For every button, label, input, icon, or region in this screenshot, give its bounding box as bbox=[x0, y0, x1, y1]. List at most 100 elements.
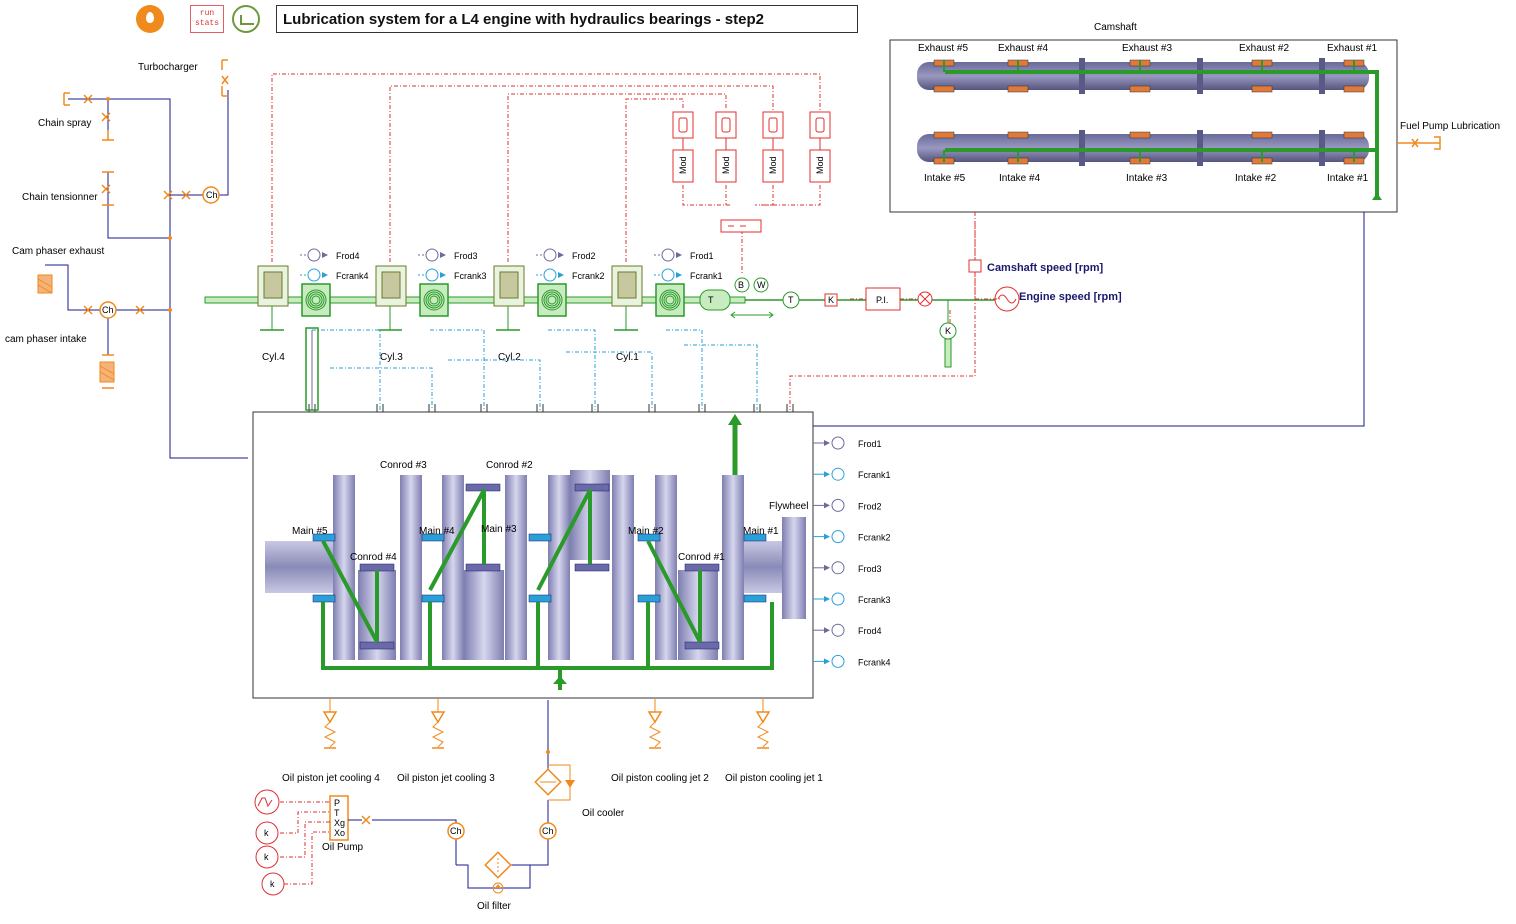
inertia-block[interactable] bbox=[699, 289, 731, 311]
cylinder-label-2: Cyl.2 bbox=[498, 352, 521, 363]
chain-spray-node[interactable]: Chain spray bbox=[38, 92, 114, 141]
main-bearing[interactable] bbox=[528, 594, 552, 603]
crank-port[interactable] bbox=[831, 436, 845, 450]
conrod-bearing[interactable] bbox=[359, 641, 395, 650]
main-bearing[interactable] bbox=[421, 594, 445, 603]
chain-tensioner-label: Chain tensionner bbox=[22, 192, 98, 203]
gauge-block[interactable] bbox=[809, 111, 831, 139]
intake-5-label: Intake #5 bbox=[924, 173, 966, 184]
oil-cooler-label: Oil cooler bbox=[582, 808, 625, 819]
svg-text:Xo: Xo bbox=[334, 828, 345, 838]
oil-cooler[interactable]: Oil cooler bbox=[534, 750, 625, 819]
main-bearing[interactable] bbox=[637, 594, 661, 603]
chain-tensioner-node[interactable]: Chain tensionner bbox=[22, 171, 114, 206]
conrod-2-label: Conrod #2 bbox=[486, 460, 533, 471]
environment-icon[interactable] bbox=[232, 5, 260, 33]
main-1-label: Main #1 bbox=[743, 526, 779, 537]
turbocharger-node[interactable]: Turbocharger bbox=[138, 59, 229, 97]
piston-jet-3-label: Oil piston jet cooling 3 bbox=[397, 773, 495, 784]
gauge-block[interactable] bbox=[762, 111, 784, 139]
pump-constant-2[interactable] bbox=[255, 845, 279, 869]
conrod-bearing[interactable] bbox=[574, 483, 610, 492]
oil-filter[interactable]: Oil filter bbox=[477, 851, 512, 912]
cooler-ch-icon[interactable] bbox=[539, 822, 557, 840]
oil-supply: Oil cooler Ch Ch Oil filter P T Xg Xo Oi… bbox=[254, 700, 625, 912]
crank-port-label-1: Fcrank1 bbox=[858, 470, 891, 480]
oil-filter-label: Oil filter bbox=[477, 901, 512, 912]
fuel-pump-lubrication[interactable]: Fuel Pump Lubrication bbox=[1397, 121, 1500, 150]
camshaft-speed-gain[interactable] bbox=[968, 259, 982, 273]
crank-port-label-4: Frod3 bbox=[858, 564, 882, 574]
svg-text:W: W bbox=[757, 280, 766, 290]
conrod-bearing[interactable] bbox=[465, 563, 501, 572]
svg-text:T: T bbox=[708, 295, 714, 305]
main-4-label: Main #4 bbox=[419, 526, 455, 537]
pi-controller[interactable] bbox=[865, 287, 901, 311]
main-5-label: Main #5 bbox=[292, 526, 328, 537]
exhaust-4-label: Exhaust #4 bbox=[998, 43, 1048, 54]
crank-port[interactable] bbox=[831, 530, 845, 544]
cam-bearing[interactable] bbox=[1129, 85, 1151, 93]
pump-constant-1[interactable] bbox=[255, 821, 279, 845]
crank-port[interactable] bbox=[831, 561, 845, 575]
cam-phaser-ch-icon[interactable] bbox=[99, 301, 117, 319]
sum-block[interactable] bbox=[720, 219, 762, 233]
main-bearing[interactable] bbox=[421, 533, 445, 542]
svg-text:K: K bbox=[945, 326, 951, 336]
gauge-block[interactable] bbox=[715, 111, 737, 139]
gain-block[interactable] bbox=[824, 293, 838, 307]
frod-1-port: Frod1 bbox=[690, 251, 714, 261]
gauge-block[interactable] bbox=[672, 111, 694, 139]
crank-port[interactable] bbox=[831, 498, 845, 512]
crank-port[interactable] bbox=[831, 654, 845, 668]
conrod-bearing[interactable] bbox=[684, 563, 720, 572]
cam-bearing[interactable] bbox=[1007, 131, 1029, 139]
camshaft-speed-label: Camshaft speed [rpm] bbox=[987, 262, 1103, 274]
cam-phaser-intake-node[interactable]: cam phaser intake bbox=[5, 334, 115, 389]
oil-pump[interactable]: P T Xg Xo Oil Pump bbox=[322, 795, 371, 853]
cam-bearing[interactable] bbox=[1343, 131, 1365, 139]
exhaust-2-label: Exhaust #2 bbox=[1239, 43, 1289, 54]
main-bearing[interactable] bbox=[743, 594, 767, 603]
crank-port[interactable] bbox=[831, 592, 845, 606]
flywheel-label: Flywheel bbox=[769, 501, 808, 512]
cam-bearing[interactable] bbox=[933, 131, 955, 139]
pump-ch-icon[interactable] bbox=[447, 822, 465, 840]
power-sensor-icon[interactable] bbox=[753, 277, 769, 293]
frod-2-port: Frod2 bbox=[572, 251, 596, 261]
conrod-bearing[interactable] bbox=[574, 563, 610, 572]
cam-bearing[interactable] bbox=[933, 85, 955, 93]
crank-port-label-6: Frod4 bbox=[858, 626, 882, 636]
main-bearing[interactable] bbox=[528, 533, 552, 542]
turbo-ch-icon[interactable] bbox=[202, 186, 220, 204]
cam-bearing[interactable] bbox=[1129, 131, 1151, 139]
conrod-bearing[interactable] bbox=[684, 641, 720, 650]
pump-constant-3[interactable] bbox=[261, 872, 285, 896]
cam-bearing[interactable] bbox=[1251, 85, 1273, 93]
cam-bearing[interactable] bbox=[1007, 85, 1029, 93]
torque-sensor-icon[interactable] bbox=[782, 291, 800, 309]
cylinder-label-1: Cyl.1 bbox=[616, 352, 639, 363]
crank-port[interactable] bbox=[831, 467, 845, 481]
crank-port[interactable] bbox=[831, 623, 845, 637]
cam-bearing[interactable] bbox=[1251, 131, 1273, 139]
main-bearing[interactable] bbox=[743, 533, 767, 542]
svg-text:Ch: Ch bbox=[450, 826, 462, 836]
run-stats-icon[interactable]: run stats bbox=[190, 5, 224, 33]
oil-drop-icon[interactable] bbox=[136, 5, 164, 33]
svg-text:T: T bbox=[788, 295, 794, 305]
cam-bearing[interactable] bbox=[1343, 85, 1365, 93]
conrod-bearing[interactable] bbox=[359, 563, 395, 572]
svg-text:Ch: Ch bbox=[206, 190, 218, 200]
main-bearing[interactable] bbox=[312, 594, 336, 603]
speed-sensor-icon[interactable] bbox=[734, 277, 750, 293]
cam-phaser-intake-label: cam phaser intake bbox=[5, 334, 87, 345]
cam-phaser-exhaust-node[interactable]: Cam phaser exhaust bbox=[12, 246, 104, 294]
camshaft-module[interactable]: Camshaft Exhaust #5 Exhaust #4 Exhaust #… bbox=[889, 22, 1398, 213]
flywheel[interactable] bbox=[782, 517, 806, 619]
